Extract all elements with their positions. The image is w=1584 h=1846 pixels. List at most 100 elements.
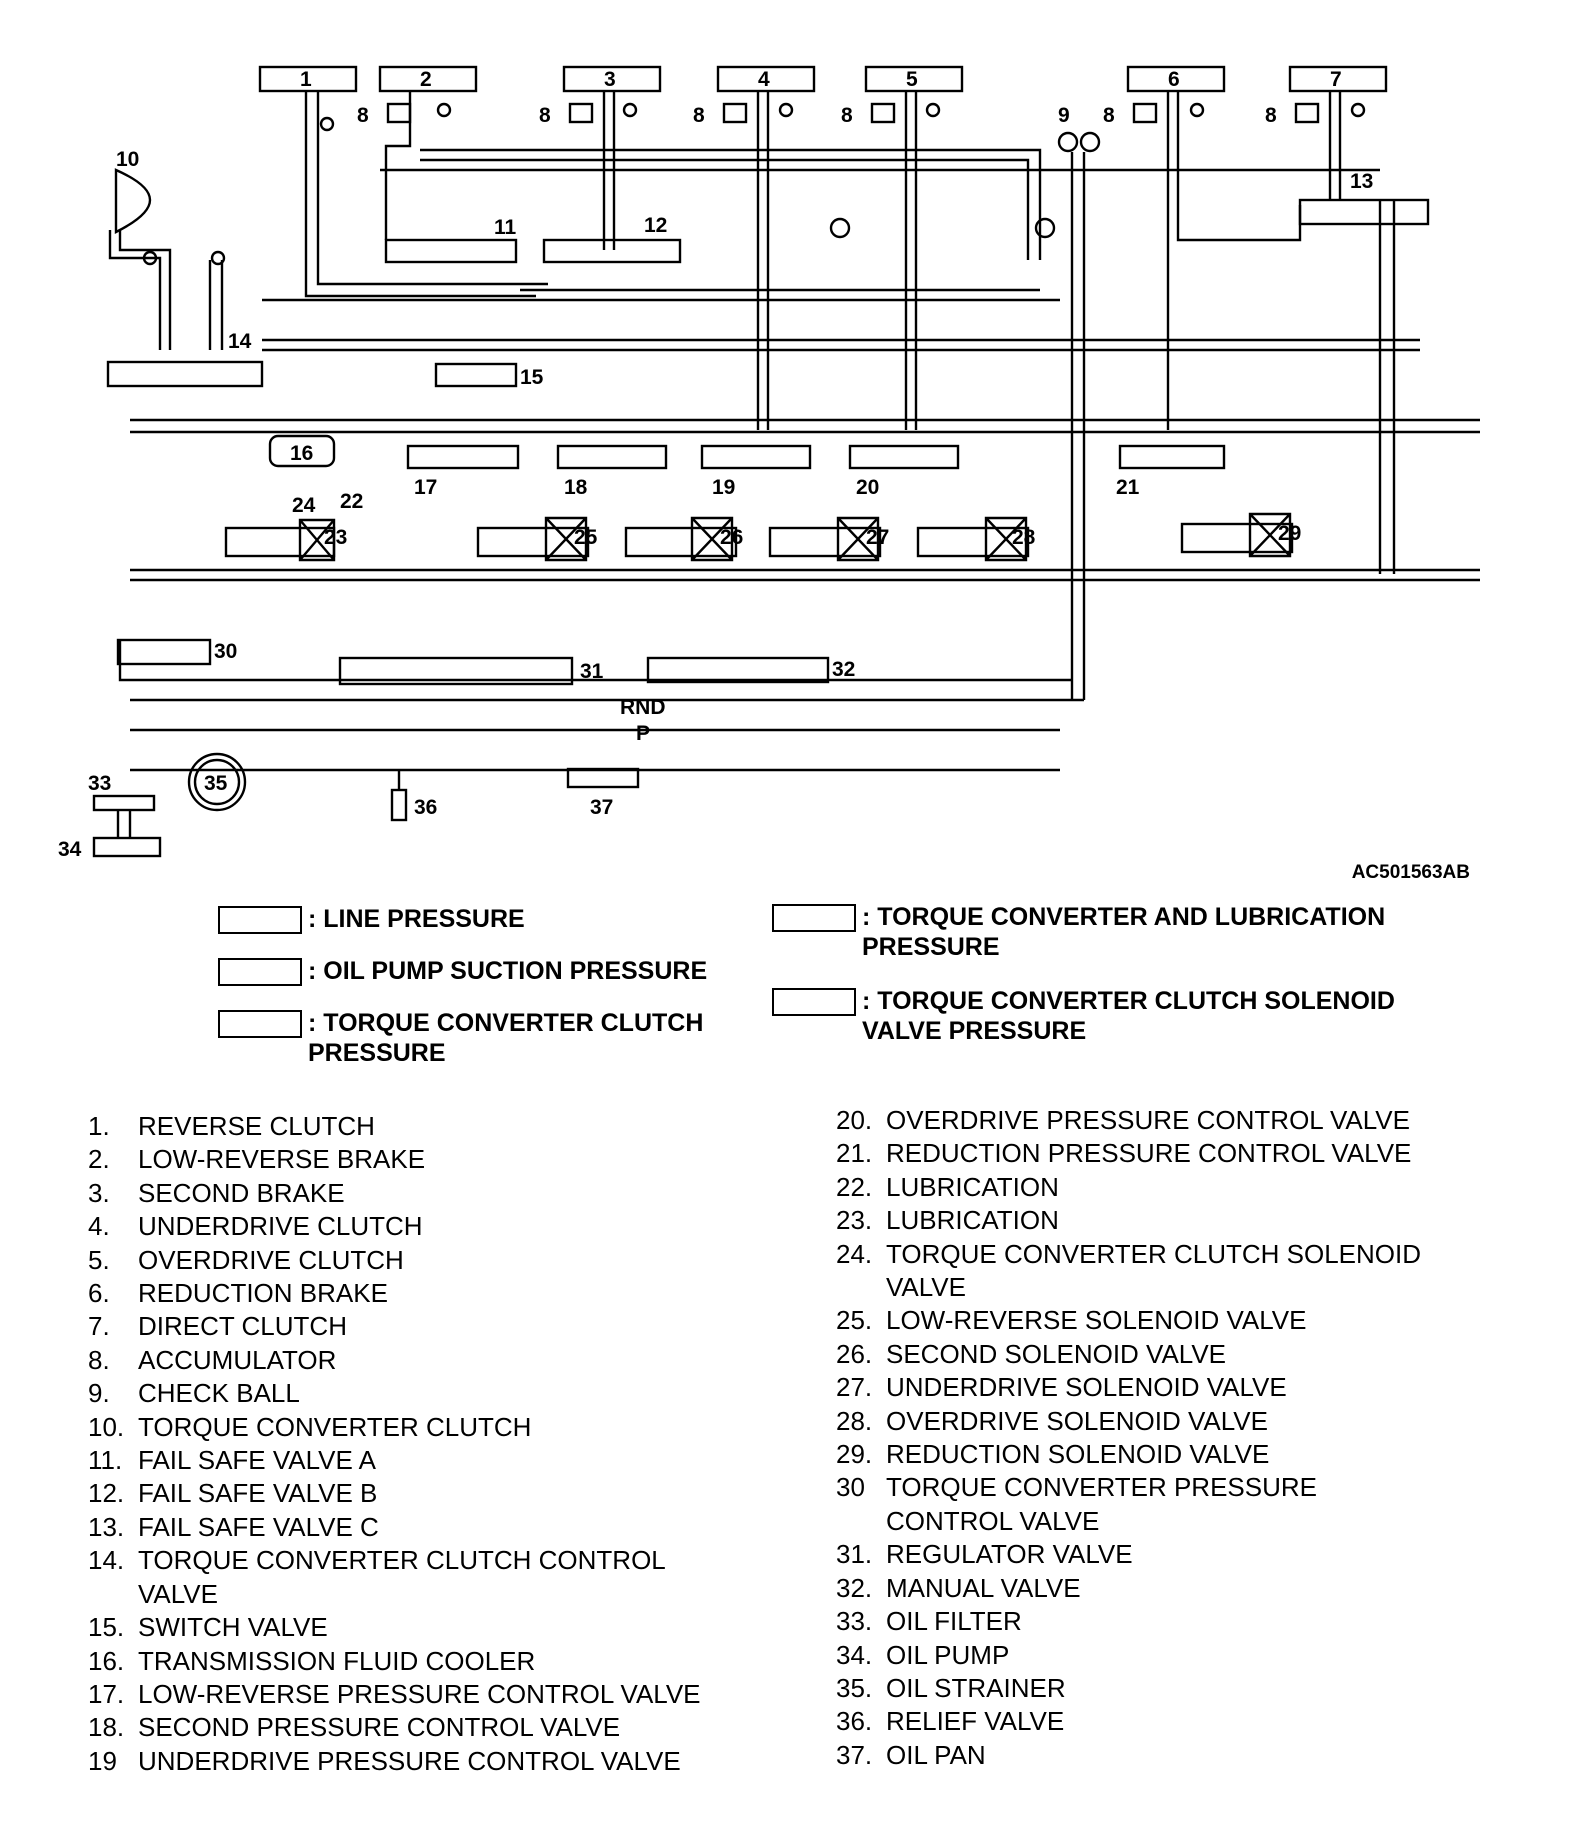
item-label: OVERDRIVE CLUTCH	[138, 1244, 404, 1275]
legend-label: : TORQUE CONVERTER AND LUBRICATION PRESS…	[862, 903, 1386, 961]
label-7: 7	[1330, 68, 1342, 91]
parts-list-item: 36.RELIEF VALVE	[836, 1705, 1556, 1738]
item-label: LOW-REVERSE SOLENOID VALVE	[886, 1305, 1307, 1336]
item-number: 16.	[88, 1645, 125, 1676]
item-label: TORQUE CONVERTER CLUTCH SOLENOID VALVE	[886, 1238, 1422, 1303]
parts-list-item: 4.UNDERDRIVE CLUTCH	[88, 1210, 788, 1243]
overdrive-solenoid-valve	[916, 526, 1030, 558]
item-label: REGULATOR VALVE	[886, 1539, 1133, 1570]
legend-swatch	[772, 988, 856, 1016]
overdrive-clutch-box	[864, 65, 964, 93]
parts-list-item: 18.SECOND PRESSURE CONTROL VALVE	[88, 1711, 788, 1744]
parts-list-item: 26.SECOND SOLENOID VALVE	[836, 1338, 1556, 1371]
label-24: 24	[292, 494, 316, 517]
label-26: 26	[720, 526, 743, 549]
parts-list-item: 6.REDUCTION BRAKE	[88, 1277, 788, 1310]
item-label: UNDERDRIVE SOLENOID VALVE	[886, 1372, 1287, 1403]
item-number: 26.	[836, 1338, 873, 1369]
item-label: FAIL SAFE VALVE A	[138, 1445, 376, 1476]
parts-list-item: 27.UNDERDRIVE SOLENOID VALVE	[836, 1371, 1556, 1404]
item-label: LUBRICATION	[886, 1171, 1059, 1202]
label-8: 8	[357, 104, 369, 127]
item-number: 14.	[88, 1545, 125, 1576]
parts-list-item: 20.OVERDRIVE PRESSURE CONTROL VALVE	[836, 1104, 1556, 1137]
legend-swatch	[772, 904, 856, 932]
label-8: 8	[841, 104, 853, 127]
label-5: 5	[906, 68, 918, 91]
second-brake-box	[562, 65, 662, 93]
item-label: MANUAL VALVE	[886, 1572, 1081, 1603]
legend-swatch	[218, 906, 302, 934]
legend-label: : OIL PUMP SUCTION PRESSURE	[308, 957, 708, 985]
parts-list-item: 9.CHECK BALL	[88, 1377, 788, 1410]
legend-label: : LINE PRESSURE	[308, 905, 525, 933]
parts-list-item: 11.FAIL SAFE VALVE A	[88, 1444, 788, 1477]
legend-tcc-solenoid: : TORQUE CONVERTER CLUTCH SOLENOID VALVE…	[772, 986, 1472, 1050]
torque-converter-clutch-control-valve	[106, 360, 264, 388]
item-label: RELIEF VALVE	[886, 1706, 1065, 1737]
item-number: 25.	[836, 1305, 873, 1336]
transmission-fluid-cooler	[268, 434, 336, 468]
label-28: 28	[1012, 526, 1036, 549]
item-label: UNDERDRIVE PRESSURE CONTROL VALVE	[138, 1745, 681, 1776]
check-ball-icon	[1034, 217, 1056, 239]
item-number: 17.	[88, 1678, 125, 1709]
orifice-icon	[925, 102, 941, 118]
parts-list-item: 21.REDUCTION PRESSURE CONTROL VALVE	[836, 1137, 1556, 1170]
label-25: 25	[574, 526, 598, 549]
legend-swatch	[218, 1010, 302, 1038]
underdrive-clutch-box	[716, 65, 816, 93]
item-number: 7.	[88, 1311, 110, 1342]
torque-converter-pressure-control-valve	[116, 638, 212, 666]
second-solenoid-valve	[624, 526, 738, 558]
item-number: 23.	[836, 1205, 873, 1236]
orifice-icon	[436, 102, 452, 118]
label-23: 23	[324, 526, 347, 549]
label-29: 29	[1278, 522, 1301, 545]
accumulator-2	[386, 102, 412, 124]
accumulator-4	[722, 102, 748, 124]
parts-list-item: 25. LOW-REVERSE SOLENOID VALVE	[836, 1304, 1556, 1337]
relief-valve	[390, 788, 408, 822]
item-label: TORQUE CONVERTER CLUTCH	[138, 1411, 532, 1442]
label-2: 2	[420, 68, 432, 91]
label-6: 6	[1168, 68, 1180, 91]
parts-list-item: 23.LUBRICATION	[836, 1204, 1556, 1237]
item-label: UNDERDRIVE CLUTCH	[138, 1211, 423, 1242]
accumulator-7	[1294, 102, 1320, 124]
parts-list-item: 34.OIL PUMP	[836, 1639, 1556, 1672]
parts-list-item: 28.OVERDRIVE SOLENOID VALVE	[836, 1405, 1556, 1438]
label-8: 8	[539, 104, 551, 127]
item-number: 19	[88, 1745, 117, 1776]
fail-safe-valve-a	[384, 238, 518, 264]
reduction-solenoid-valve	[1180, 522, 1294, 554]
item-number: 1.	[88, 1111, 110, 1141]
item-number: 28.	[836, 1405, 873, 1436]
manual-valve	[646, 656, 830, 684]
label-18: 18	[564, 476, 588, 499]
item-label: OVERDRIVE PRESSURE CONTROL VALVE	[886, 1105, 1410, 1135]
item-label: REDUCTION SOLENOID VALVE	[886, 1439, 1270, 1470]
second-pressure-control-valve	[556, 444, 668, 470]
label-17: 17	[414, 476, 437, 499]
label-36: 36	[414, 796, 437, 819]
parts-list-item: 7.DIRECT CLUTCH	[88, 1310, 788, 1343]
parts-list-item: 24.TORQUE CONVERTER CLUTCH SOLENOID VALV…	[836, 1238, 1556, 1305]
parts-list-item: 14.TORQUE CONVERTER CLUTCH CONTROL VALVE	[88, 1544, 788, 1611]
parts-list-item: 15.SWITCH VALVE	[88, 1611, 788, 1644]
torque-converter-clutch-icon	[114, 168, 152, 234]
overdrive-pressure-control-valve	[848, 444, 960, 470]
legend-label: : TORQUE CONVERTER CLUTCH SOLENOID VALVE…	[862, 987, 1395, 1045]
item-label: OIL FILTER	[886, 1606, 1022, 1637]
fail-safe-valve-c	[1298, 198, 1430, 226]
label-27: 27	[866, 526, 889, 549]
oil-strainer	[187, 752, 247, 812]
parts-list-item: 5.OVERDRIVE CLUTCH	[88, 1244, 788, 1277]
label-21: 21	[1116, 476, 1140, 499]
parts-list-item: 29.REDUCTION SOLENOID VALVE	[836, 1438, 1556, 1471]
parts-list-item: 2.LOW-REVERSE BRAKE	[88, 1143, 788, 1176]
label-3: 3	[604, 68, 616, 91]
item-label: ACCUMULATOR	[138, 1344, 337, 1375]
item-number: 8.	[88, 1344, 110, 1375]
